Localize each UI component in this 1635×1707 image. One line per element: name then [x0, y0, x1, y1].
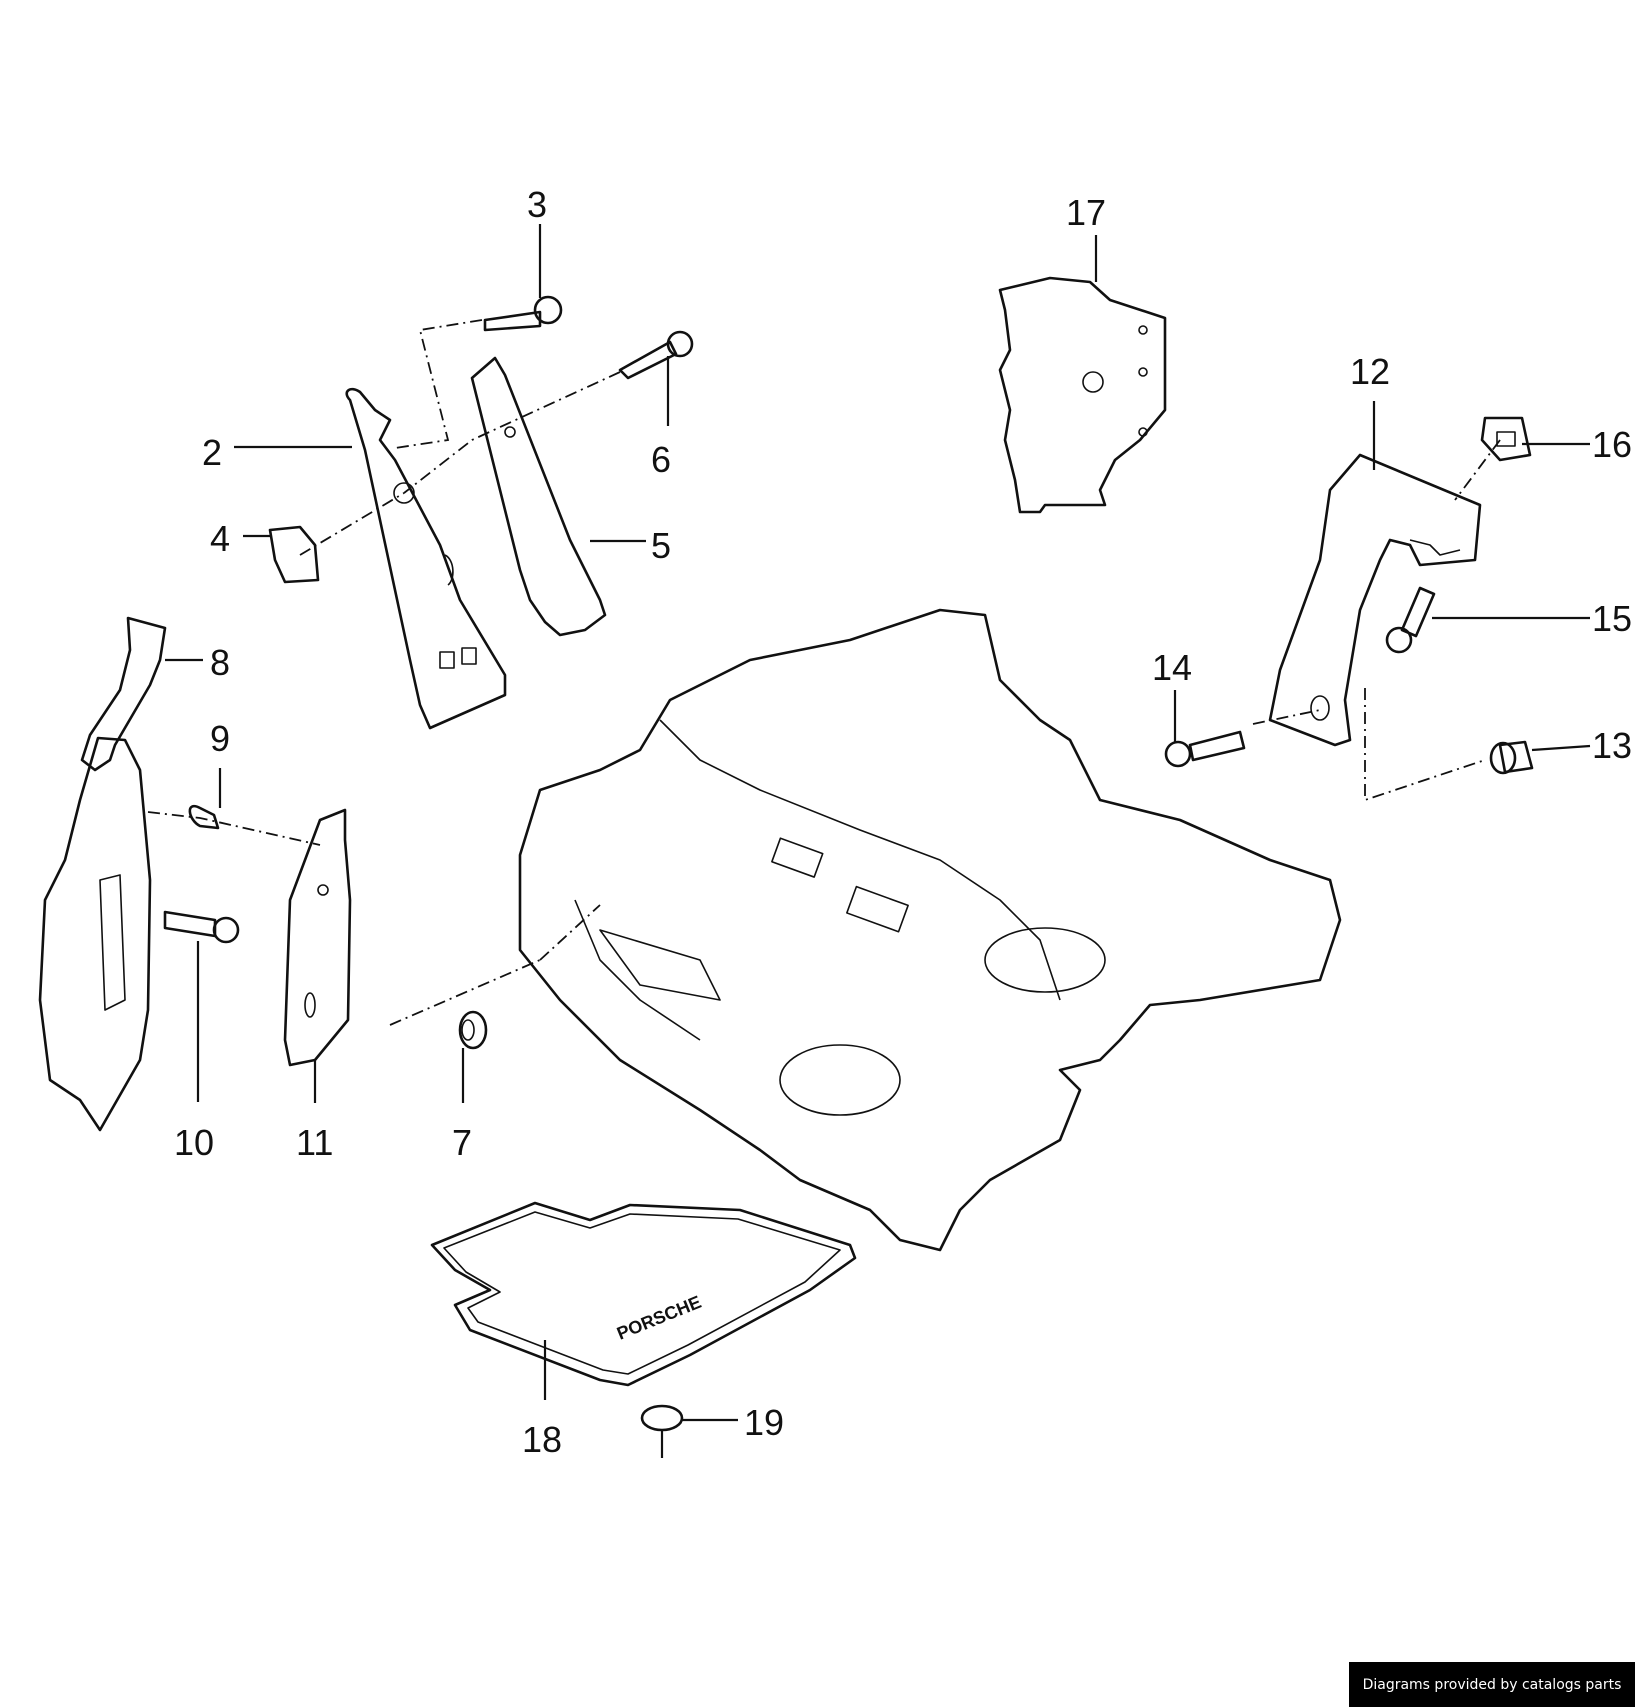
callout-16: 16 — [1592, 424, 1632, 465]
floor-mat-logo: PORSCHE — [614, 1292, 704, 1344]
part-13-fastener[interactable] — [1489, 740, 1534, 775]
part-15-screw[interactable] — [1385, 586, 1436, 654]
callout-12: 12 — [1350, 351, 1390, 392]
callout-5: 5 — [651, 525, 671, 566]
callout-3: 3 — [527, 184, 547, 225]
leader-lines — [165, 224, 1591, 1422]
callout-labels: 2 3 4 5 6 7 8 9 10 11 12 13 14 15 16 17 … — [174, 184, 1632, 1460]
assembly-lines — [147, 319, 1501, 1026]
callout-11: 11 — [296, 1122, 333, 1163]
callout-9: 9 — [210, 718, 230, 759]
part-6-screw[interactable] — [618, 330, 694, 380]
part-18-floor-mat[interactable]: PORSCHE — [430, 1201, 857, 1387]
callout-10: 10 — [174, 1122, 214, 1163]
callout-18: 18 — [522, 1419, 562, 1460]
callout-15: 15 — [1592, 598, 1632, 639]
callout-19: 19 — [744, 1402, 784, 1443]
part-19-push-pin[interactable] — [640, 1404, 684, 1458]
part-12-rear-pillar-trim[interactable] — [1268, 453, 1482, 747]
part-8-bracket[interactable] — [80, 616, 167, 772]
callout-8: 8 — [210, 642, 230, 683]
callout-14: 14 — [1152, 647, 1192, 688]
callout-7: 7 — [452, 1122, 472, 1163]
part-16-clip[interactable] — [1480, 416, 1532, 462]
diagram-credit-banner: Diagrams provided by catalogs parts — [1349, 1662, 1635, 1707]
callout-2: 2 — [202, 432, 222, 473]
part-14-screw[interactable] — [1164, 730, 1246, 768]
part-5-trim-panel[interactable] — [470, 356, 607, 637]
part-17-wheelhouse-trim[interactable] — [998, 276, 1167, 514]
part-11-side-panel[interactable] — [283, 808, 352, 1067]
part-10-left-trim[interactable] — [38, 736, 240, 1132]
callout-13: 13 — [1592, 725, 1632, 766]
part-7-grommet[interactable] — [458, 1010, 488, 1050]
part-3-screw[interactable] — [483, 295, 563, 332]
part-2-pillar-trim[interactable] — [345, 387, 507, 730]
part-4-clip-nut[interactable] — [268, 525, 320, 584]
callout-6: 6 — [651, 439, 671, 480]
part-9-clip[interactable] — [188, 804, 220, 830]
callout-17: 17 — [1066, 192, 1106, 233]
callout-4: 4 — [210, 518, 230, 559]
floor-carpet[interactable] — [518, 608, 1342, 1252]
